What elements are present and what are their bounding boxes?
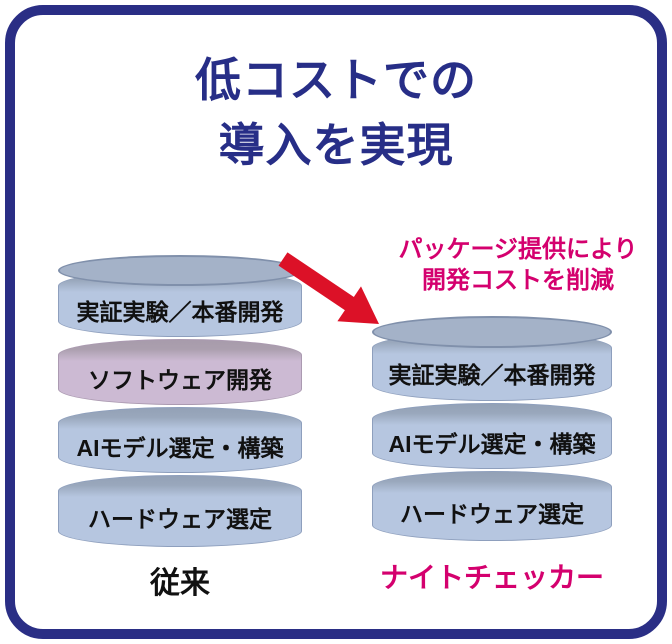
cylinder-top-face <box>58 255 302 286</box>
annotation-line-1: パッケージ提供により <box>398 236 638 263</box>
title-line-2: 導入を実現 <box>218 119 454 171</box>
stack-conventional: 実証実験／本番開発 ソフトウェア開発 AIモデル選定・構築 ハードウェア選定 従… <box>58 255 302 600</box>
package-benefit-annotation: パッケージ提供により 開発コストを削減 <box>368 234 668 296</box>
cylinder-layer: ハードウェア選定 <box>372 471 612 541</box>
layer-label: 実証実験／本番開発 <box>76 298 284 325</box>
cylinder-top-face <box>372 316 612 348</box>
page-title: 低コストでの 導入を実現 <box>0 48 672 178</box>
layer-label: ハードウェア選定 <box>88 506 272 532</box>
layer-label: ソフトウェア開発 <box>88 367 272 393</box>
layer-label: 実証実験／本番開発 <box>388 361 596 388</box>
cylinder-layer: ハードウェア選定 <box>58 475 302 547</box>
layer-label: AIモデル選定・構築 <box>388 431 596 457</box>
layer-label: ハードウェア選定 <box>400 501 584 527</box>
stack-nightchecker: 実証実験／本番開発 AIモデル選定・構築 ハードウェア選定 ナイトチェッカー <box>372 316 612 606</box>
stack-label-nightchecker: ナイトチェッカー <box>379 562 604 593</box>
cylinder-layer: AIモデル選定・構築 <box>58 407 302 473</box>
stack-label-conventional: 従来 <box>150 567 210 600</box>
cylinder-layer: AIモデル選定・構築 <box>372 403 612 469</box>
cylinder-layer-highlighted: ソフトウェア開発 <box>58 339 302 405</box>
title-line-1: 低コストでの <box>195 54 477 106</box>
annotation-line-2: 開発コストを削減 <box>422 267 614 294</box>
layer-label: AIモデル選定・構築 <box>76 435 284 461</box>
